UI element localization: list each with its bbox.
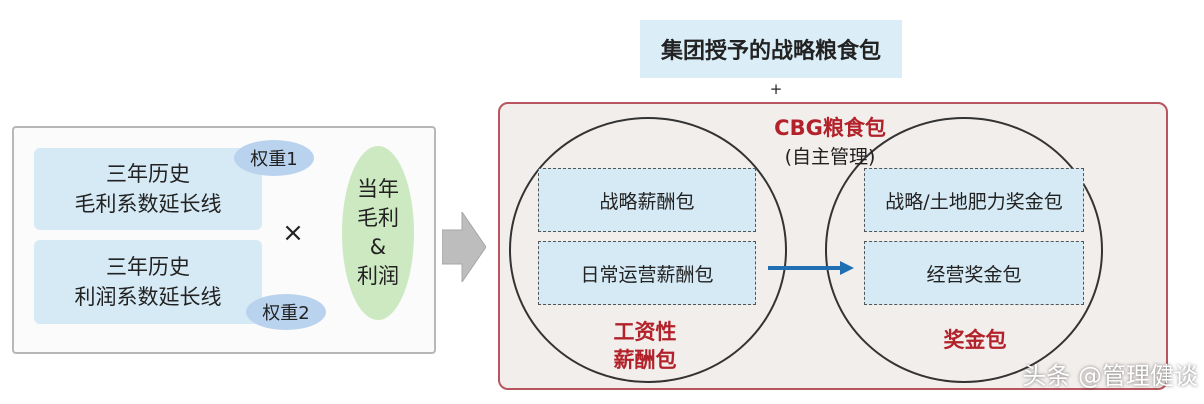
current-line3: & bbox=[369, 235, 387, 259]
strategic-land-bonus-box: 战略/土地肥力奖金包 bbox=[864, 168, 1084, 232]
bonus-package-label: 奖金包 bbox=[943, 328, 1007, 352]
transfer-arrow-head bbox=[840, 261, 854, 275]
multiply-sign: × bbox=[282, 218, 304, 248]
history-gross-margin-box: 三年历史 毛利系数延长线 bbox=[34, 148, 262, 230]
strategic-salary-box: 战略薪酬包 bbox=[538, 168, 756, 232]
group-strategic-package-title: 集团授予的战略粮食包 bbox=[640, 20, 902, 78]
cbg-circles bbox=[509, 117, 1103, 383]
plus-sign: + bbox=[769, 80, 783, 98]
salary-circle bbox=[509, 117, 787, 383]
salary-label-line1: 工资性 bbox=[613, 320, 677, 344]
current-line4: 利润 bbox=[357, 264, 399, 288]
history-gross-line1: 三年历史 bbox=[106, 162, 190, 186]
bonus-circle bbox=[825, 117, 1103, 383]
current-line2: 毛利 bbox=[357, 206, 399, 230]
weight1-badge: 权重1 bbox=[234, 140, 314, 176]
salary-label-line2: 薪酬包 bbox=[613, 348, 677, 372]
daily-operation-salary-box: 日常运营薪酬包 bbox=[538, 241, 756, 305]
current-year-ellipse: 当年 毛利 & 利润 bbox=[342, 146, 414, 320]
history-profit-line2: 利润系数延长线 bbox=[74, 285, 222, 309]
watermark: 头条 @管理健谈 bbox=[1022, 362, 1198, 390]
right-arrow-icon bbox=[442, 212, 486, 282]
current-line1: 当年 bbox=[357, 177, 399, 201]
history-gross-line2: 毛利系数延长线 bbox=[74, 192, 222, 216]
history-profit-line1: 三年历史 bbox=[106, 255, 190, 279]
weight2-badge: 权重2 bbox=[246, 294, 326, 330]
history-profit-box: 三年历史 利润系数延长线 bbox=[34, 240, 262, 324]
cbg-title: CBG粮食包 bbox=[774, 116, 886, 140]
cbg-subtitle: (自主管理) bbox=[784, 146, 876, 168]
salary-package-label: 工资性 薪酬包 bbox=[590, 318, 700, 374]
operating-bonus-box: 经营奖金包 bbox=[864, 241, 1084, 305]
